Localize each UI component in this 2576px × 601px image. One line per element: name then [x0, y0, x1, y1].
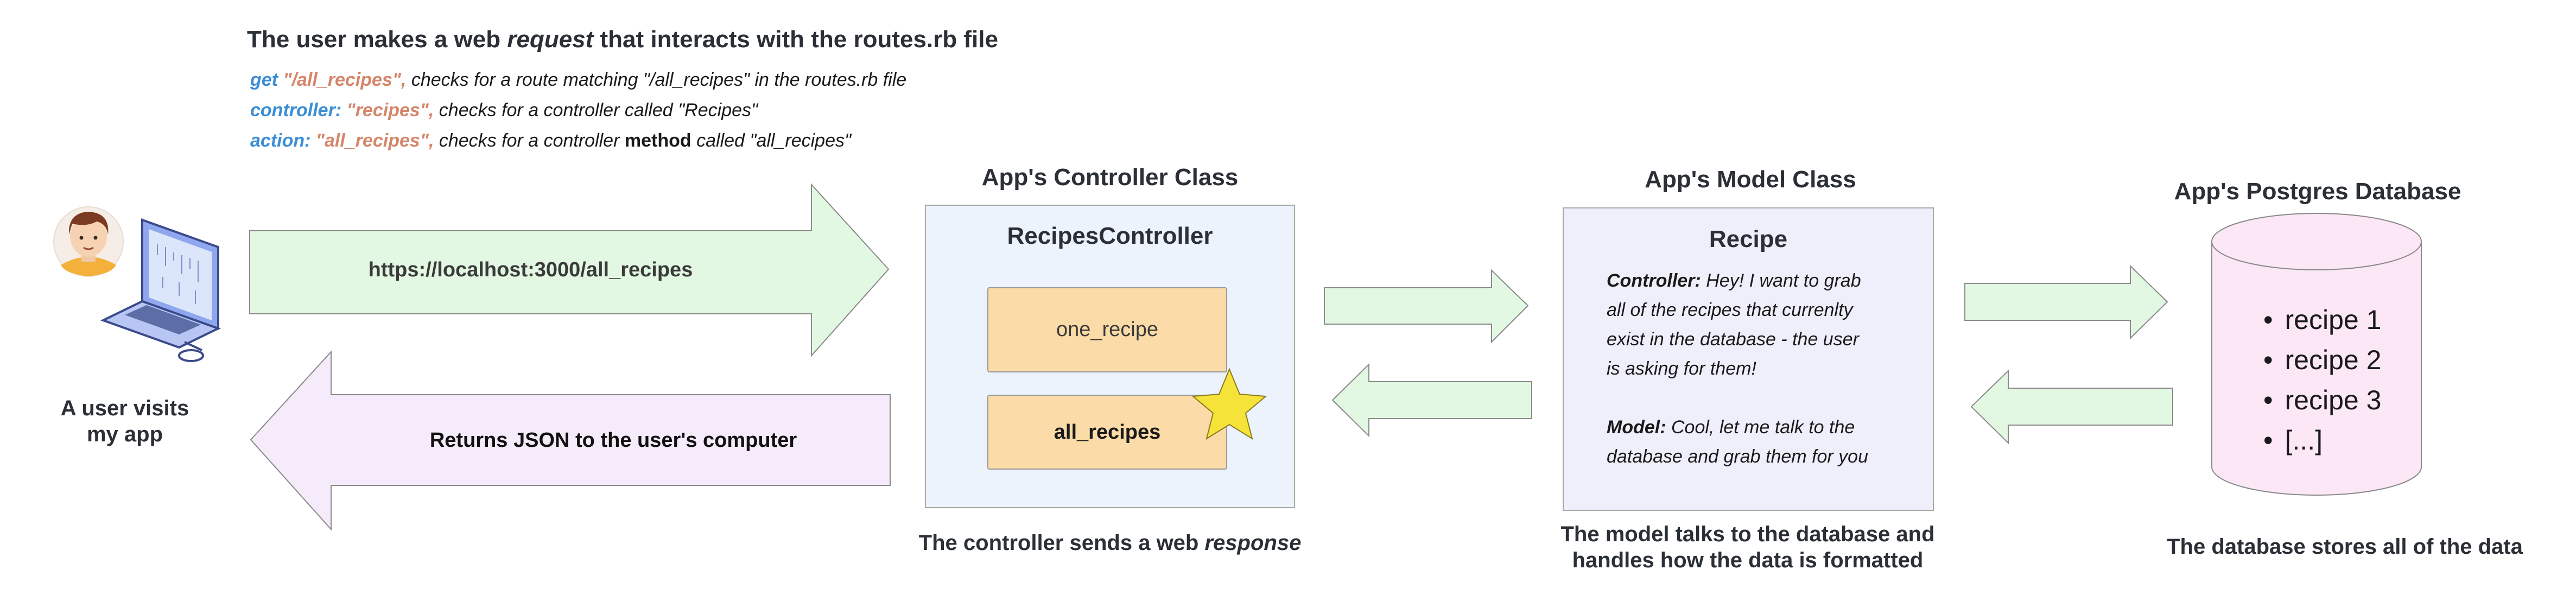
controller-to-model-arrow: [1324, 269, 1529, 344]
route-line-get: get "/all_recipes", checks for a route m…: [250, 69, 906, 91]
dialogue-line: all of the recipes that currenlty: [1607, 300, 1853, 320]
model-to-db-arrow: [1964, 264, 2168, 340]
route-value: "all_recipes",: [315, 130, 434, 151]
database-caption: The database stores all of the data: [2167, 535, 2523, 559]
caption-part: The controller sends a web: [918, 531, 1205, 555]
route-description: called "all_recipes": [691, 130, 852, 151]
dialogue-model: Model: Cool, let me talk to the database…: [1607, 413, 1921, 471]
db-to-model-arrow: [1970, 369, 2173, 445]
model-caption-line: The model talks to the database and: [1560, 522, 1935, 546]
route-line-action: action: "all_recipes", checks for a cont…: [250, 130, 851, 151]
database-record: recipe 3: [2263, 380, 2382, 420]
method-box-one-recipe: [987, 287, 1227, 372]
model-box: [1563, 207, 1934, 511]
route-description: checks for a controller called "Recipes": [434, 100, 758, 121]
user-caption-line: my app: [86, 422, 163, 446]
model-caption: The model talks to the database and hand…: [1509, 521, 1987, 573]
model-to-controller-arrow: [1331, 363, 1532, 438]
route-description: checks for a controller: [434, 130, 625, 151]
method-all-recipes: all_recipes: [1054, 420, 1161, 444]
dialogue-controller: Controller: Hey! I want to grab all of t…: [1607, 266, 1921, 383]
user-avatar-icon: [53, 206, 124, 277]
dialogue-line: exist in the database - the user: [1607, 329, 1859, 350]
route-description-bold: method: [624, 130, 691, 151]
controller-caption: The controller sends a web response: [896, 531, 1324, 555]
response-label: Returns JSON to the user's computer: [429, 429, 797, 452]
star-icon: [1191, 368, 1267, 440]
dialogue-speaker: Model:: [1607, 417, 1666, 438]
dialogue-line: database and grab them for you: [1607, 446, 1868, 467]
database-record-list: recipe 1 recipe 2 recipe 3 [...]: [2263, 300, 2382, 460]
route-keyword: action:: [250, 130, 311, 151]
model-dialogue: Controller: Hey! I want to grab all of t…: [1607, 266, 1921, 471]
database-record: [...]: [2263, 420, 2381, 460]
dialogue-speaker: Controller:: [1607, 270, 1701, 291]
title-part: that interacts with the routes.rb file: [593, 26, 998, 53]
title-emphasis: request: [507, 26, 594, 53]
diagram-header-title: The user makes a web request that intera…: [247, 26, 998, 53]
title-part: The user makes a web: [247, 26, 507, 53]
caption-emphasis: response: [1204, 531, 1302, 555]
route-keyword: controller:: [250, 100, 342, 121]
controller-section-title: App's Controller Class: [981, 164, 1239, 191]
route-value: "/all_recipes",: [283, 69, 407, 90]
response-arrow: [250, 350, 891, 531]
laptop-icon: [100, 218, 221, 362]
request-arrow: [249, 183, 890, 357]
model-class-name: Recipe: [1709, 226, 1788, 252]
request-url-label: https://localhost:3000/all_recipes: [368, 258, 693, 281]
route-description: checks for a route matching "/all_recipe…: [406, 69, 907, 90]
dialogue-line: is asking for them!: [1607, 358, 1756, 379]
model-section-title: App's Model Class: [1645, 166, 1856, 193]
method-one-recipe: one_recipe: [1056, 318, 1159, 341]
route-value: "recipes",: [346, 100, 434, 121]
controller-class-name: RecipesController: [1007, 223, 1213, 249]
user-caption-line: A user visits: [60, 396, 189, 420]
dialogue-line: Hey! I want to grab: [1706, 270, 1861, 291]
method-box-all-recipes: [987, 395, 1227, 470]
route-keyword: get: [250, 69, 278, 90]
user-caption: A user visits my app: [33, 395, 217, 447]
model-caption-line: handles how the data is formatted: [1572, 548, 1924, 572]
database-record: recipe 1: [2263, 300, 2382, 340]
database-section-title: App's Postgres Database: [2174, 178, 2461, 205]
dialogue-line: Cool, let me talk to the: [1671, 417, 1855, 438]
route-line-controller: controller: "recipes", checks for a cont…: [250, 100, 758, 121]
database-record: recipe 2: [2263, 340, 2382, 380]
